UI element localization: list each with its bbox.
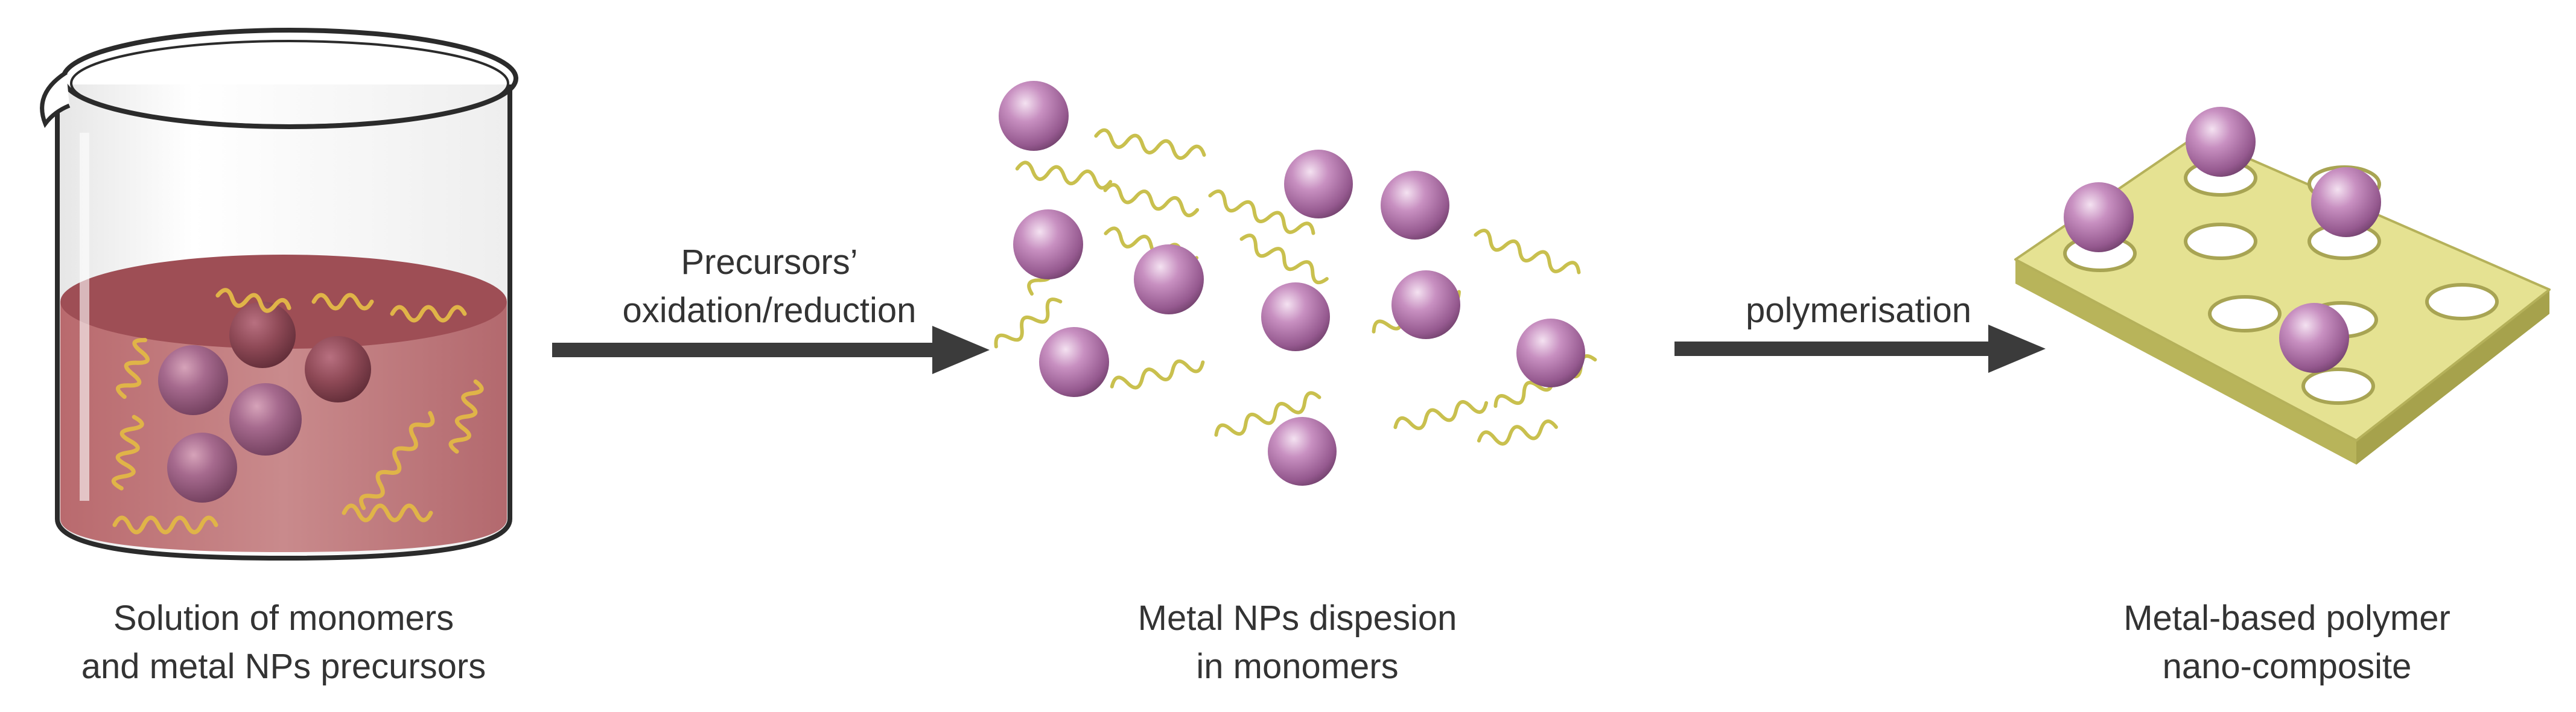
arrow-label-polymerisation: polymerisation: [1678, 287, 2040, 335]
nanoparticle: [158, 345, 228, 415]
nanoparticle: [167, 433, 237, 503]
nanoparticle: [1391, 270, 1460, 339]
caption-line2: nano-composite: [2162, 647, 2412, 686]
arrow-polymerisation: [1674, 325, 2046, 373]
arrow-label-line2: oxidation/reduction: [622, 291, 917, 330]
caption-step-3: Metal-based polymer nano-composite: [2058, 594, 2516, 691]
dispersion-illustration: [994, 81, 1597, 486]
caption-line1: Metal-based polymer: [2123, 599, 2450, 638]
nanoparticle: [1284, 150, 1353, 218]
nanoparticle: [999, 81, 1069, 151]
caption-step-2: Metal NPs dispesion in monomers: [1062, 594, 1533, 691]
nanoparticle: [2064, 182, 2134, 252]
nanoparticle: [305, 336, 371, 402]
nanoparticle: [1039, 327, 1109, 397]
nanoparticle: [1134, 244, 1204, 314]
caption-line2: and metal NPs precursors: [81, 647, 486, 686]
beaker-illustration: [40, 28, 518, 561]
arrow-label-line1: Precursors’: [681, 243, 858, 282]
polymer-plate-illustration: [2014, 107, 2551, 465]
caption-line1: Metal NPs dispesion: [1137, 599, 1457, 638]
nanoparticle: [1268, 417, 1337, 486]
nanoparticle: [2186, 107, 2256, 177]
arrow-label-line1: polymerisation: [1746, 291, 1971, 330]
nanoparticle: [1013, 209, 1083, 279]
nanoparticle: [1516, 319, 1585, 387]
arrow-oxidation-reduction: [552, 326, 990, 374]
monomer-chains: [111, 288, 484, 535]
caption-line1: Solution of monomers: [113, 599, 454, 638]
nanoparticle: [1261, 282, 1330, 351]
arrow-label-oxidation-reduction: Precursors’ oxidation/reduction: [552, 238, 987, 335]
nanoparticle: [229, 302, 296, 368]
nanoparticle: [2279, 303, 2349, 373]
plate-top: [2014, 135, 2551, 442]
nanoparticle: [2311, 167, 2381, 237]
caption-line2: in monomers: [1196, 647, 1399, 686]
nanoparticle: [1381, 171, 1449, 240]
caption-step-1: Solution of monomers and metal NPs precu…: [36, 594, 531, 691]
nanoparticle: [229, 383, 302, 456]
